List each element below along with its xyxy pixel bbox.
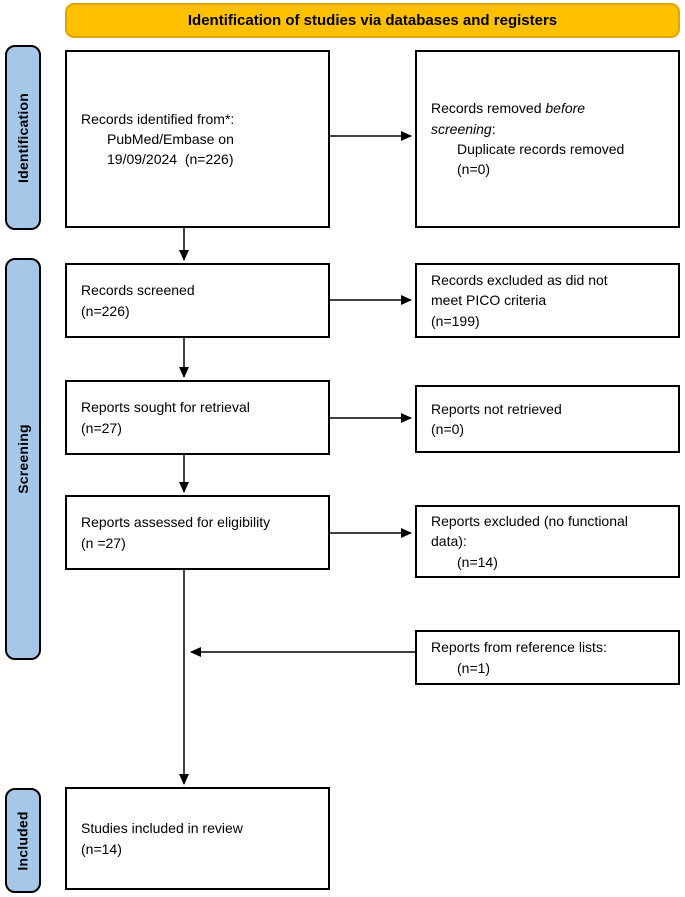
- box-text-part: Records removed: [431, 100, 546, 117]
- box-text: Reports excluded (no functional data):: [431, 513, 628, 550]
- stage-label-identification: Identification: [5, 45, 41, 230]
- box-reports-assessed: Reports assessed for eligibility (n =27): [65, 495, 330, 570]
- box-text: Reports from reference lists:: [431, 639, 607, 656]
- box-text: Records screened (n=226): [81, 282, 195, 319]
- box-text-italic: before screening: [431, 100, 586, 137]
- box-records-screened: Records screened (n=226): [65, 263, 330, 338]
- box-text-indented: Duplicate records removed (n=0): [457, 141, 625, 178]
- box-reports-not-retrieved: Reports not retrieved (n=0): [415, 385, 680, 453]
- box-records-excluded-pico: Records excluded as did not meet PICO cr…: [415, 263, 680, 338]
- box-text: Reports assessed for eligibility (n =27): [81, 514, 271, 551]
- stage-label-text: Screening: [15, 424, 31, 494]
- box-text: Studies included in review (n=14): [81, 820, 243, 857]
- box-text-indented: (n=1): [457, 659, 491, 676]
- box-text: Reports sought for retrieval (n=27): [81, 399, 250, 436]
- box-text: Records removed before screening:: [431, 98, 670, 139]
- stage-label-screening: Screening: [5, 258, 41, 660]
- stage-label-text: Identification: [15, 92, 32, 183]
- box-text: Records identified from*:: [81, 110, 235, 127]
- box-studies-included: Studies included in review (n=14): [65, 787, 330, 890]
- box-reports-sought: Reports sought for retrieval (n=27): [65, 380, 330, 455]
- box-text: Records excluded as did not meet PICO cr…: [431, 272, 608, 329]
- box-records-identified: Records identified from*: PubMed/Embase …: [65, 50, 330, 228]
- box-reports-excluded-functional: Reports excluded (no functional data): (…: [415, 505, 680, 578]
- stage-label-text: Included: [15, 810, 32, 871]
- box-text-indented: (n=14): [457, 553, 498, 570]
- box-text-indented: PubMed/Embase on 19/09/2024 (n=226): [107, 130, 234, 168]
- box-text: Reports not retrieved (n=0): [431, 400, 562, 437]
- box-reports-reference-lists: Reports from reference lists: (n=1): [415, 630, 680, 685]
- box-records-removed: Records removed before screening: Duplic…: [415, 50, 680, 228]
- banner-title: Identification of studies via databases …: [65, 3, 680, 38]
- stage-label-included: Included: [5, 788, 41, 893]
- box-text-part: :: [491, 120, 496, 137]
